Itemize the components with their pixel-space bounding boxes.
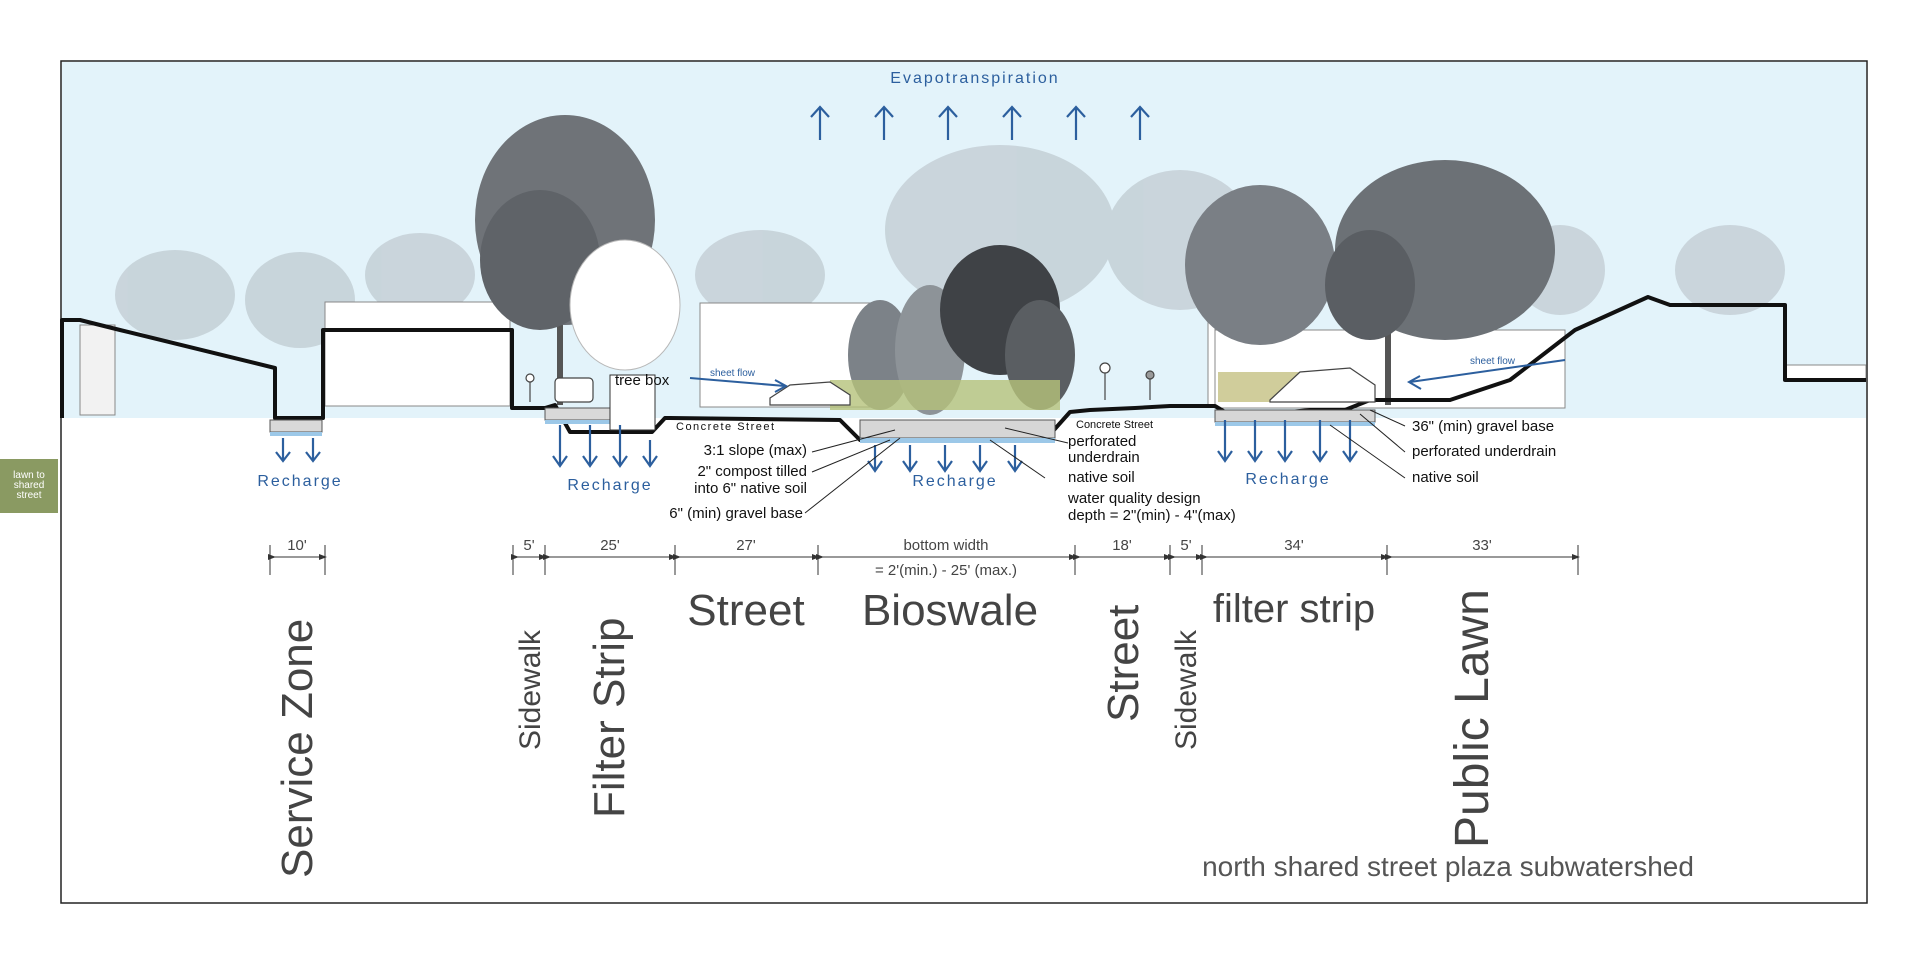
recharge-label: Recharge [1245,471,1330,488]
dimension-subvalue: = 2'(min.) - 25' (max.) [875,562,1017,579]
evapotranspiration-arrows [810,105,1150,140]
compost-label-2: into 6" native soil [694,480,807,497]
perforated-underdrain-label-right: perforated underdrain [1412,443,1556,460]
recharge-label: Recharge [912,473,997,490]
dimension-value: 34' [1284,537,1304,554]
dimension-value: 18' [1112,537,1132,554]
perforated-label-2: underdrain [1068,449,1140,466]
callout-leaders [804,409,1406,514]
vehicles-and-people [525,362,1376,406]
dimension-value: 5' [1180,537,1191,554]
concrete-street-label-left: Concrete Street [676,421,776,433]
compost-label-1: 2" compost tilled [697,463,807,480]
dimension-value: 33' [1472,537,1492,554]
recharge-arrows [275,420,1358,473]
slope-label: 3:1 slope (max) [704,442,807,459]
side-tab-label: lawn to shared street [13,470,45,501]
dimension-ticks [269,545,1579,575]
dimension-value: 27' [736,537,756,554]
callouts: tree box sheet flow sheet flow Concrete … [615,356,1556,524]
side-tab-lawn-to-shared-street[interactable]: lawn to shared street [0,459,58,513]
zone-label-service-zone: Service Zone [273,619,322,878]
zone-label-bioswale: Bioswale [862,586,1038,635]
zone-label-sidewalk-right: Sidewalk [1170,629,1203,750]
street-trees [475,115,1555,415]
zone-label-street-left: Street [687,586,804,635]
footer-caption: north shared street plaza subwatershed [1202,851,1694,882]
dimension-value: 10' [287,537,307,554]
tree-box-label: tree box [615,372,670,389]
dimension-value: 5' [523,537,534,554]
sheet-flow-label-left: sheet flow [710,368,756,379]
sheet-flow-arrows [689,359,1566,393]
dimension-values: 10' 5' 25' 27' bottom width = 2'(min.) -… [287,537,1492,579]
gravel-base-label-right: 36" (min) gravel base [1412,418,1554,435]
recharge-label: Recharge [257,473,342,490]
perforated-label-1: perforated [1068,433,1136,450]
sheet-flow-label-right: sheet flow [1470,356,1516,367]
recharge-labels: Recharge Recharge Recharge Recharge [257,471,1330,494]
gravel-layers [269,374,1376,443]
evapotranspiration-label: Evapotranspiration [890,70,1059,87]
zone-label-street-right: Street [1099,605,1148,722]
zone-label-filter-strip-right: filter strip [1213,587,1375,631]
zone-label-filter-strip-left: Filter Strip [585,618,634,818]
zone-label-sidewalk-left: Sidewalk [514,629,547,750]
zone-labels: Service Zone Sidewalk Filter Strip Stree… [273,586,1499,878]
recharge-label: Recharge [567,477,652,494]
water-quality-label-1: water quality design [1067,490,1201,507]
dimension-value: 25' [600,537,620,554]
bioswale-plantings [830,372,1303,410]
dimension-value: bottom width [903,537,988,554]
concrete-street-label-right: Concrete Street [1076,419,1153,431]
native-soil-label-mid: native soil [1068,469,1135,486]
water-quality-label-2: depth = 2"(min) - 4"(max) [1068,507,1236,524]
native-soil-label-right: native soil [1412,469,1479,486]
gravel-base-label-left: 6" (min) gravel base [669,505,803,522]
zone-label-public-lawn: Public Lawn [1446,589,1499,848]
